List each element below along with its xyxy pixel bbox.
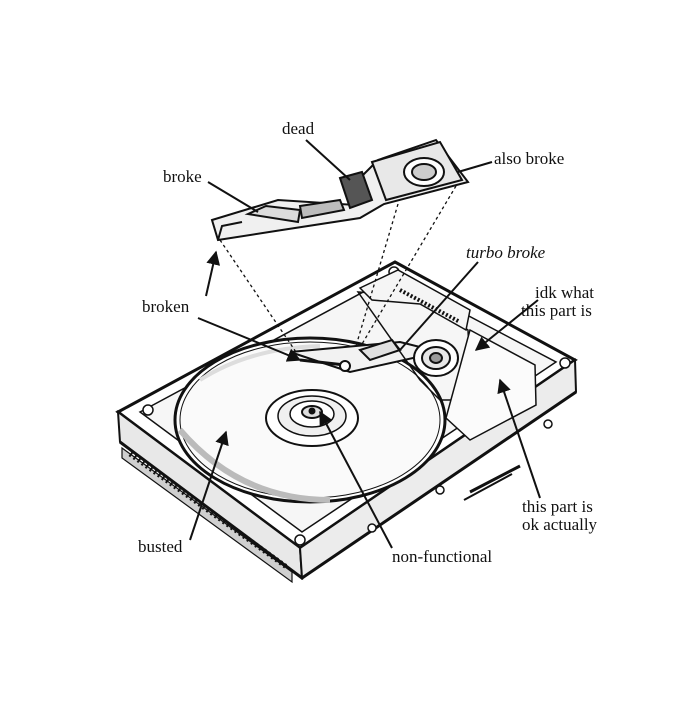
arrow-ok xyxy=(497,378,541,499)
arrow-busted xyxy=(189,430,229,541)
arrow-broken-up xyxy=(205,250,221,297)
label-broke: broke xyxy=(163,167,202,186)
arrow-broken-arm xyxy=(197,317,302,362)
label-ok-line2: ok actually xyxy=(522,515,598,534)
pointer-also-broke xyxy=(457,161,493,173)
circuit-board xyxy=(210,138,470,242)
label-idk-line2: this part is xyxy=(521,301,592,320)
screw-holes xyxy=(142,266,571,546)
arrow-idk xyxy=(474,299,539,351)
label-broken: broken xyxy=(142,297,190,316)
projection-lines xyxy=(219,185,457,353)
right-chamber xyxy=(445,328,537,501)
label-also-broke: also broke xyxy=(494,149,565,168)
pointer-turbo-broke xyxy=(399,261,479,351)
pointer-broke xyxy=(207,181,259,213)
label-idk-line1: idk what xyxy=(535,283,595,302)
pointer-dead xyxy=(305,139,351,181)
label-non-functional: non-functional xyxy=(392,547,493,566)
label-dead: dead xyxy=(282,119,315,138)
spindle xyxy=(265,389,359,447)
label-this-part-ok: this part is ok actually xyxy=(522,498,597,534)
pointer-lines xyxy=(189,139,541,549)
header-comb xyxy=(358,269,471,332)
arrow-non-functional xyxy=(319,410,393,549)
label-idk-what: idk what this part is xyxy=(521,283,595,320)
label-ok-line1: this part is xyxy=(522,497,593,516)
label-busted: busted xyxy=(138,537,183,556)
connector-pins xyxy=(121,446,293,584)
label-turbo-broke: turbo broke xyxy=(466,243,546,262)
